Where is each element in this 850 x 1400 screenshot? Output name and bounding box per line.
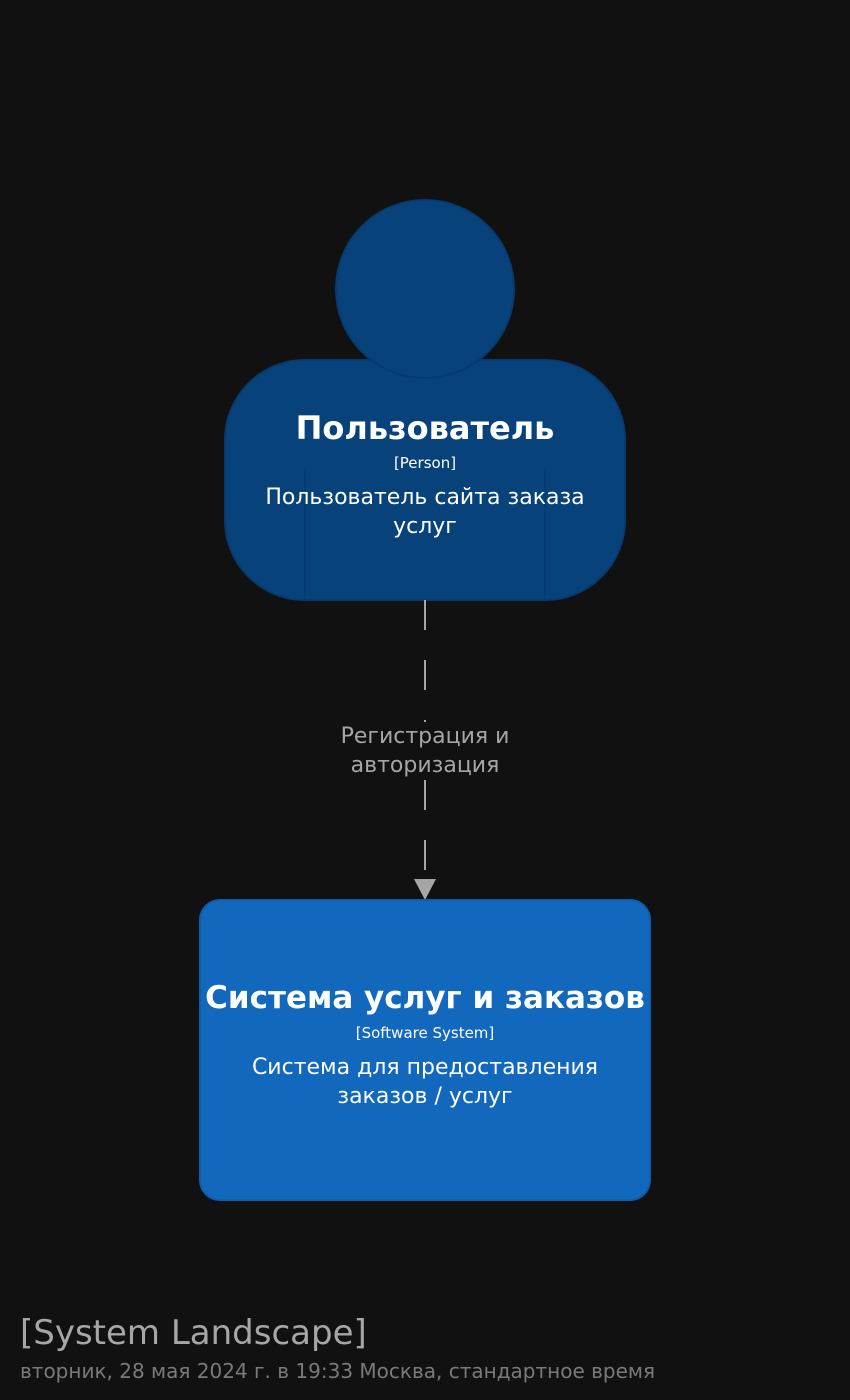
- diagram-date: вторник, 28 мая 2024 г. в 19:33 Москва, …: [20, 1359, 656, 1383]
- person-head: [335, 199, 515, 379]
- person-type: [Person]: [393, 454, 457, 472]
- software-system-name: Система услуг и заказов: [205, 980, 645, 1016]
- person-name: Пользователь: [295, 409, 555, 447]
- person-element[interactable]: [224, 199, 626, 601]
- diagram-title: [System Landscape]: [20, 1313, 367, 1353]
- person-body: [224, 359, 626, 601]
- software-system-description: Система для предоставления заказов / усл…: [251, 1055, 599, 1109]
- relationship-arrowhead: [414, 879, 436, 900]
- relationship-label: Регистрация и авторизация: [300, 722, 550, 780]
- person-description: Пользователь сайта заказа услуг: [265, 485, 585, 539]
- software-system-type: [Software System]: [355, 1024, 495, 1042]
- software-system-box[interactable]: [199, 899, 651, 1201]
